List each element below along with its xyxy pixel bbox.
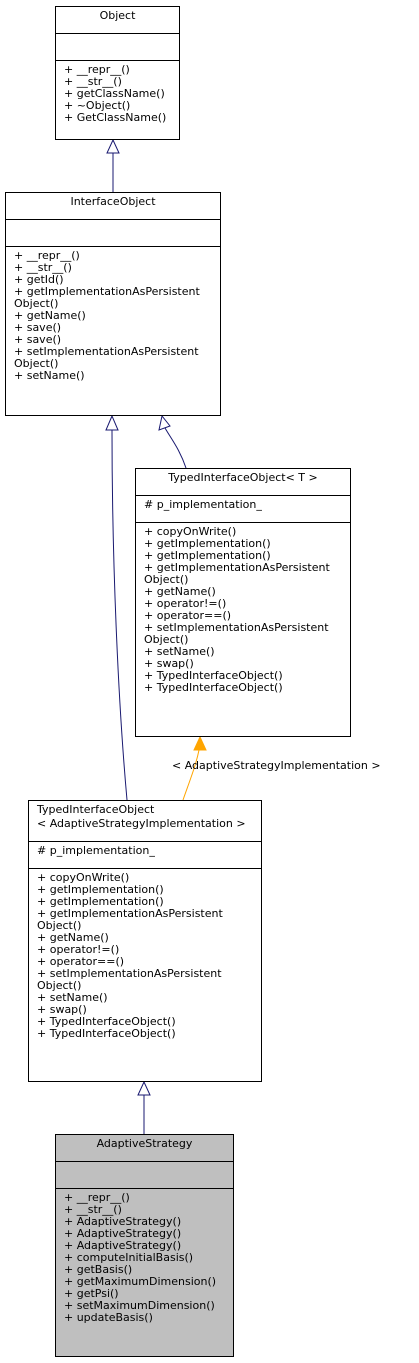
class-adaptive-strategy-title: AdaptiveStrategy xyxy=(96,1137,193,1150)
operation: + TypedInterfaceObject() xyxy=(144,669,283,682)
operation: + setName() xyxy=(14,369,85,382)
operation: + save() xyxy=(14,321,62,334)
edge-template-instantiation xyxy=(182,749,200,801)
class-interface-object[interactable]: InterfaceObject + __repr__() + __str__()… xyxy=(5,192,221,416)
class-typed-interface-object-t-title: TypedInterfaceObject< T > xyxy=(168,471,318,484)
operation: + getId() xyxy=(14,273,64,286)
attribute: # p_implementation_ xyxy=(37,844,155,857)
operation: + operator==() xyxy=(144,609,232,622)
operation: + setName() xyxy=(144,645,215,658)
operation: + AdaptiveStrategy() xyxy=(64,1227,182,1240)
operation: + getName() xyxy=(14,309,86,322)
operation: Object() xyxy=(37,979,82,992)
operation: + getPsi() xyxy=(64,1287,119,1300)
operation: + __repr__() xyxy=(14,249,80,262)
class-typed-interface-object-asi-operations: + copyOnWrite() + getImplementation() + … xyxy=(29,868,261,1043)
operation: + getImplementation() xyxy=(37,895,164,908)
operation: + updateBasis() xyxy=(64,1311,153,1324)
class-typed-interface-object-t-operations: + copyOnWrite() + getImplementation() + … xyxy=(136,522,350,697)
operation: Object() xyxy=(144,633,189,646)
edge-arrowhead xyxy=(137,1080,151,1096)
operation: + getImplementation() xyxy=(144,549,271,562)
operation: + swap() xyxy=(144,657,194,670)
class-interface-object-operations: + __repr__() + __str__() + getId() + get… xyxy=(6,246,220,385)
operation: + setName() xyxy=(37,991,108,1004)
operation: + getMaximumDimension() xyxy=(64,1275,217,1288)
operation: + operator==() xyxy=(37,955,125,968)
operation: Object() xyxy=(14,357,59,370)
operation: + GetClassName() xyxy=(64,111,167,124)
operation: + swap() xyxy=(37,1003,87,1016)
operation: + computeInitialBasis() xyxy=(64,1251,194,1264)
operation: + setImplementationAsPersistent xyxy=(14,345,199,358)
edge-typedt-to-interfaceobject xyxy=(164,427,187,469)
class-interface-object-attributes xyxy=(6,219,220,246)
operation: + setMaximumDimension() xyxy=(64,1299,215,1312)
operation: + operator!=() xyxy=(144,597,227,610)
class-typed-interface-object-t[interactable]: TypedInterfaceObject< T > # p_implementa… xyxy=(135,468,351,737)
edge-arrowhead xyxy=(106,138,120,154)
operation: + copyOnWrite() xyxy=(37,871,130,884)
operation: + getClassName() xyxy=(64,87,165,100)
class-object[interactable]: Object + __repr__() + __str__() + getCla… xyxy=(55,6,180,140)
class-adaptive-strategy-operations: + __repr__() + __str__() + AdaptiveStrat… xyxy=(56,1188,233,1327)
operation: + getImplementationAsPersistent xyxy=(14,285,200,298)
title-line: < AdaptiveStrategyImplementation > xyxy=(37,817,246,830)
operation: + TypedInterfaceObject() xyxy=(37,1015,176,1028)
operation: + __str__() xyxy=(64,1203,122,1216)
title-line: TypedInterfaceObject xyxy=(37,803,155,816)
operation: + getImplementationAsPersistent xyxy=(37,907,223,920)
class-typed-interface-object-t-attributes: # p_implementation_ xyxy=(136,495,350,522)
operation: + __str__() xyxy=(64,75,122,88)
operation: + getImplementationAsPersistent xyxy=(144,561,330,574)
edge-arrowhead xyxy=(105,414,119,431)
operation: + copyOnWrite() xyxy=(144,525,237,538)
class-adaptive-strategy-attributes xyxy=(56,1161,233,1188)
operation: Object() xyxy=(37,919,82,932)
template-argument-label: < AdaptiveStrategyImplementation > xyxy=(172,759,381,772)
class-object-attributes xyxy=(56,33,179,60)
class-object-operations: + __repr__() + __str__() + getClassName(… xyxy=(56,60,179,127)
operation: + TypedInterfaceObject() xyxy=(144,681,283,694)
edge-typedasi-to-interfaceobject xyxy=(111,429,128,801)
operation: + operator!=() xyxy=(37,943,120,956)
operation: + save() xyxy=(14,333,62,346)
class-typed-interface-object-asi-attributes: # p_implementation_ xyxy=(29,841,261,868)
class-adaptive-strategy[interactable]: AdaptiveStrategy + __repr__() + __str__(… xyxy=(55,1134,234,1357)
class-typed-interface-object-asi-title: TypedInterfaceObject < AdaptiveStrategyI… xyxy=(29,801,261,841)
class-typed-interface-object-asi[interactable]: TypedInterfaceObject < AdaptiveStrategyI… xyxy=(28,800,262,1082)
operation: + ~Object() xyxy=(64,99,131,112)
class-object-title: Object xyxy=(99,9,136,22)
operation: + getImplementation() xyxy=(144,537,271,550)
edge-arrowhead xyxy=(158,414,171,431)
operation: + getName() xyxy=(37,931,109,944)
operation: + __repr__() xyxy=(64,1191,130,1204)
operation: + __repr__() xyxy=(64,63,130,76)
operation: Object() xyxy=(14,297,59,310)
attribute: # p_implementation_ xyxy=(144,498,262,511)
operation: + TypedInterfaceObject() xyxy=(37,1027,176,1040)
operation: + getImplementation() xyxy=(37,883,164,896)
operation: Object() xyxy=(144,573,189,586)
operation: + getName() xyxy=(144,585,216,598)
operation: + getBasis() xyxy=(64,1263,133,1276)
edge-arrowhead xyxy=(193,735,207,751)
operation: + setImplementationAsPersistent xyxy=(144,621,329,634)
operation: + setImplementationAsPersistent xyxy=(37,967,222,980)
class-interface-object-title: InterfaceObject xyxy=(70,195,156,208)
operation: + AdaptiveStrategy() xyxy=(64,1215,182,1228)
operation: + __str__() xyxy=(14,261,72,274)
operation: + AdaptiveStrategy() xyxy=(64,1239,182,1252)
